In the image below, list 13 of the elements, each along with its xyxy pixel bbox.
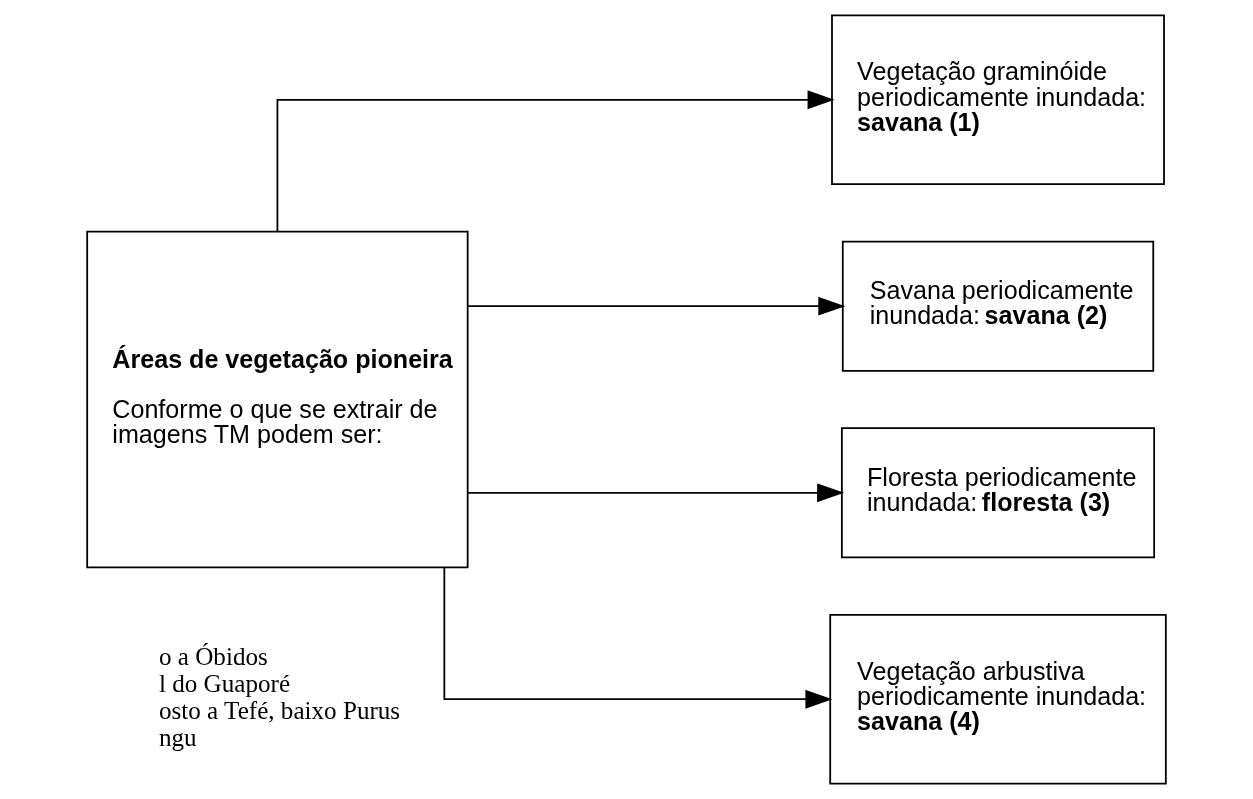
label: l do Guaporé — [158, 670, 291, 698]
label: o a Óbidos — [158, 643, 268, 671]
arrow — [466, 296, 846, 316]
arrow — [466, 483, 845, 503]
label: ngu — [158, 724, 197, 752]
arrow — [443, 566, 833, 709]
arrow — [276, 90, 835, 233]
node-box: Floresta periodicamente inundada: floresta (3) — [840, 427, 1156, 559]
node-box: Savana periodicamente inundada: savana (2) — [841, 240, 1155, 372]
node-box: Vegetação graminóide periodicamente inundada: savana (1) — [831, 14, 1165, 186]
label: osto a Tefé, baixo Purus — [158, 697, 401, 725]
node-box: Áreas de vegetação pioneira Conforme o que se extrair de imagens TM podem ser: — [86, 230, 469, 569]
node-box: Vegetação arbustiva periodicamente inundada: savana (4) — [829, 613, 1167, 785]
